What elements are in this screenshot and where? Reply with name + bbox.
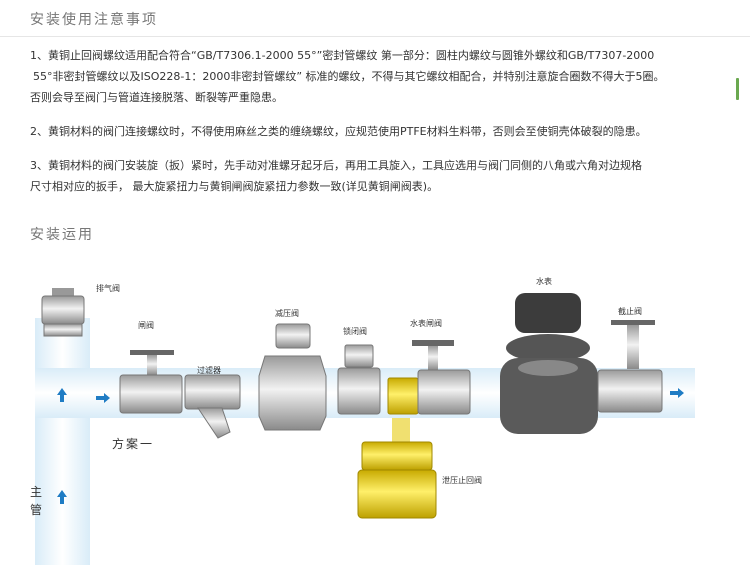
bypass-pipe	[392, 418, 410, 448]
label-plan-one: 方案一	[112, 437, 155, 451]
paragraph-1-line-1: 1、黄铜止回阀螺纹适用配合符合“GB/T7306.1-2000 55°”密封管螺…	[30, 49, 655, 62]
section-title-installation: 安装运用	[30, 227, 94, 243]
lock-valve-icon	[337, 344, 381, 415]
paragraph-2-line-1: 2、黄铜材料的阀门连接螺纹时，不得使用麻丝之类的缠绕螺纹，应规范使用PTFE材料…	[30, 125, 647, 138]
stop-valve-icon	[597, 320, 663, 413]
gate-valve-icon	[119, 350, 183, 414]
installation-diagram: 排气阀 闸阀 过滤器 减压阀 锁闭阀 水表闸阀 水表 截止阀 泄压止回阀 方案一…	[0, 258, 750, 565]
label-gate-valve: 闸阀	[138, 321, 154, 330]
label-meter-gate-valve: 水表闸阀	[410, 319, 442, 328]
paragraph-2: 2、黄铜材料的阀门连接螺纹时，不得使用麻丝之类的缠绕螺纹，应规范使用PTFE材料…	[30, 121, 720, 142]
filter-icon	[184, 374, 241, 439]
paragraph-3: 3、黄铜材料的阀门安装旋（扳）紧时，先手动对准螺牙起牙后，再用工具旋入，工具应选…	[30, 155, 720, 197]
label-main-pipe-1: 主	[30, 485, 45, 499]
section-title-precautions: 安装使用注意事项	[30, 12, 158, 28]
paragraph-1-line-3: 否则会导至阀门与管道连接脱落、断裂等严重隐患。	[30, 91, 283, 104]
main-pipe-vertical	[35, 318, 90, 565]
label-pressure-relief-check-valve: 泄压止回阀	[442, 476, 482, 485]
label-water-meter: 水表	[536, 277, 552, 286]
label-air-release-valve: 排气阀	[96, 284, 120, 293]
paragraph-3-line-1: 3、黄铜材料的阀门安装旋（扳）紧时，先手动对准螺牙起牙后，再用工具旋入，工具应选…	[30, 159, 642, 172]
paragraph-1-line-2: 55°非密封管螺纹以及ISO228-1：2000非密封管螺纹” 标准的螺纹，不得…	[33, 70, 665, 83]
air-release-valve-icon	[41, 288, 85, 337]
header-divider	[0, 36, 750, 37]
meter-gate-valve-icon	[412, 340, 471, 415]
pressure-relief-check-valve-icon	[357, 441, 437, 519]
paragraph-3-line-2: 尺寸相对应的扳手， 最大旋紧扭力与黄铜闸阀旋紧扭力参数一致(详见黄铜闸阀表)。	[30, 180, 439, 193]
pressure-reducer-icon	[258, 323, 327, 431]
label-filter: 过滤器	[197, 366, 221, 375]
water-meter-icon	[500, 293, 598, 434]
scroll-accent-bar[interactable]	[736, 78, 739, 100]
label-main-pipe-2: 管	[30, 503, 45, 517]
label-lock-valve: 锁闭阀	[343, 327, 367, 336]
yellow-valve-inline-icon	[387, 377, 419, 415]
installation-diagram-svg	[35, 288, 695, 565]
paragraph-1: 1、黄铜止回阀螺纹适用配合符合“GB/T7306.1-2000 55°”密封管螺…	[30, 45, 720, 108]
label-pressure-reducer: 减压阀	[275, 309, 299, 318]
flow-arrows	[57, 388, 684, 504]
label-stop-valve: 截止阀	[618, 307, 642, 316]
